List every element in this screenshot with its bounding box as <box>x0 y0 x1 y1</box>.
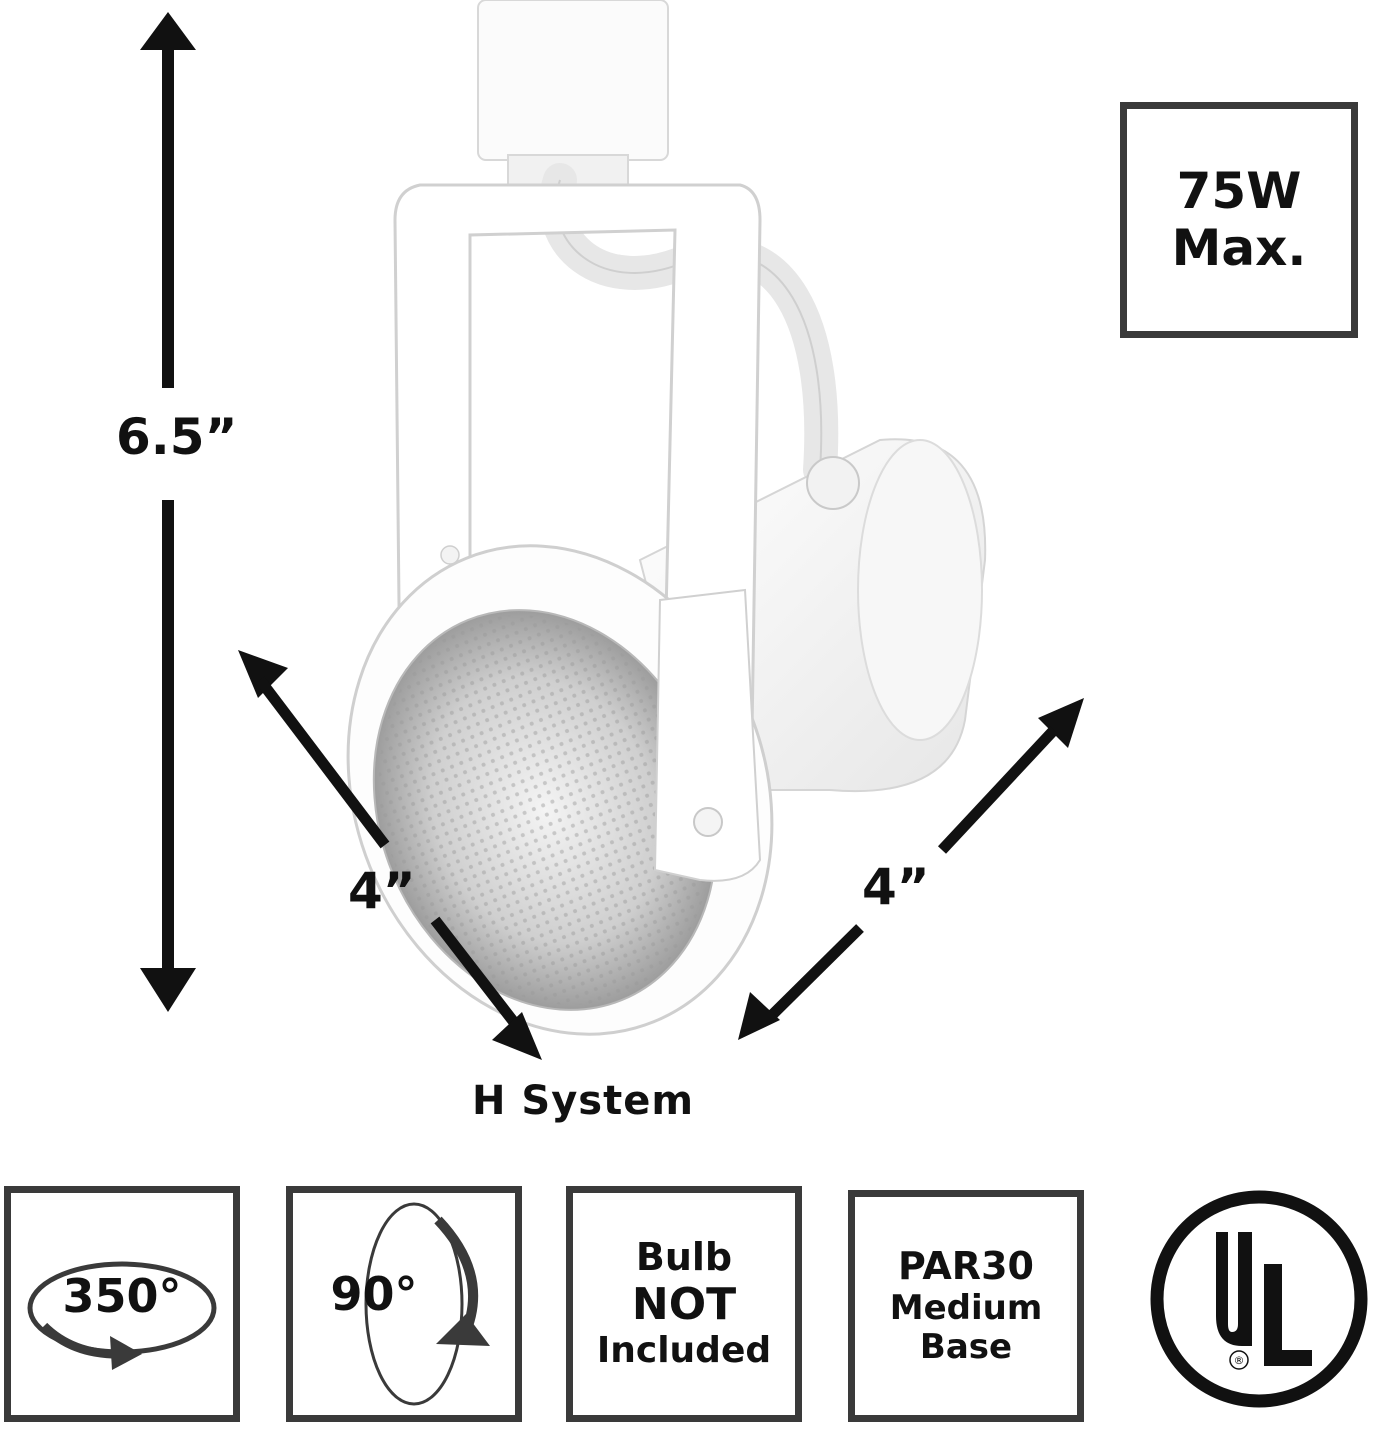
height-label: 6.5” <box>116 408 238 466</box>
not-label: NOT <box>631 1278 737 1330</box>
rotation-degrees: 350° <box>62 1268 182 1323</box>
rotation-arrow-icon <box>27 1261 217 1370</box>
tilt-degrees: 90° <box>330 1266 418 1321</box>
registered-mark: ® <box>1234 1354 1245 1367</box>
bulb-not-included-badge: Bulb NOT Included <box>566 1186 802 1422</box>
tilt-badge: 90° <box>286 1186 522 1422</box>
medium-label: Medium <box>889 1287 1043 1328</box>
system-label: H System <box>472 1078 695 1124</box>
rotation-badge: 350° <box>4 1186 240 1422</box>
included-label: Included <box>596 1330 772 1372</box>
width-right-arrow <box>738 698 1084 1040</box>
wattage-value: 75W <box>1176 161 1302 220</box>
wattage-badge: 75W Max. <box>1120 102 1358 338</box>
width-left-label: 4” <box>348 862 416 920</box>
par30-label: PAR30 <box>898 1244 1034 1289</box>
width-right-label: 4” <box>862 858 930 916</box>
par30-base-badge: PAR30 Medium Base <box>848 1190 1084 1422</box>
bulb-label: Bulb <box>635 1235 733 1280</box>
height-dimension-arrow <box>140 12 196 1012</box>
tilt-arrow-icon <box>364 1202 490 1406</box>
ul-listed-logo: ® <box>1150 1190 1368 1408</box>
width-left-arrow <box>238 650 542 1060</box>
base-label: Base <box>919 1326 1013 1367</box>
wattage-max-label: Max. <box>1171 219 1307 277</box>
